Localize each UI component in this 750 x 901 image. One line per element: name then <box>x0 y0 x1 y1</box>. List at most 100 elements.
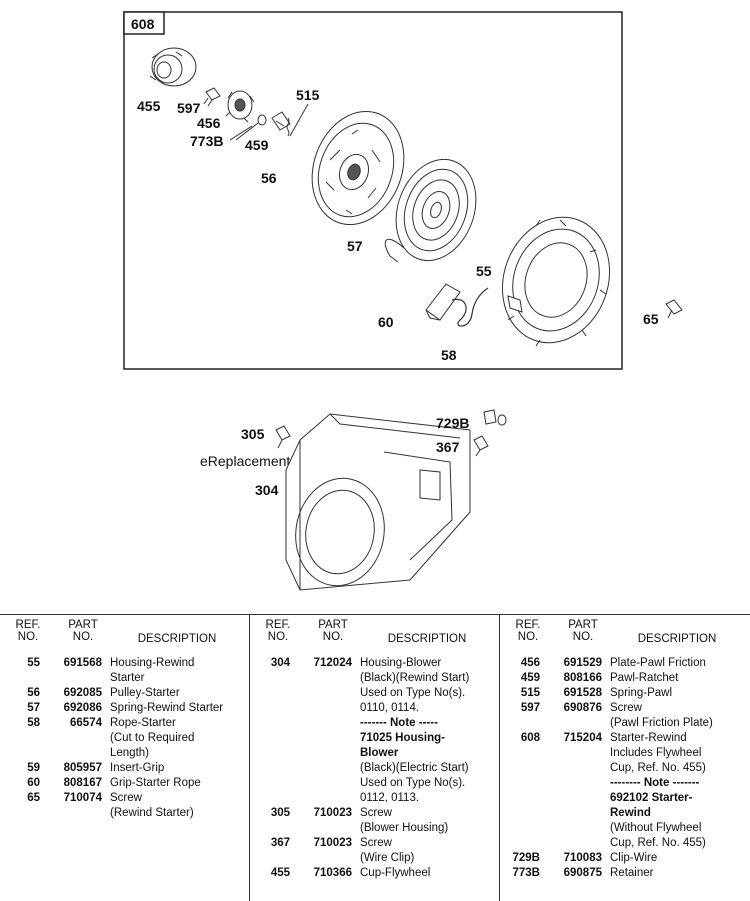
header-ref-line1: REF. <box>265 619 291 631</box>
ref-number: 456 <box>520 657 540 669</box>
header-description: DESCRIPTION <box>387 633 467 645</box>
description-line: Starter <box>110 672 145 684</box>
header-ref-line1: REF. <box>515 619 541 631</box>
blower-housing-drawing <box>285 413 471 591</box>
retainer-drawing <box>235 114 267 141</box>
callout-456: 456 <box>197 115 221 131</box>
description-line: Pawl-Ratchet <box>610 672 679 684</box>
part-number: 691568 <box>63 657 102 669</box>
description-line: Insert-Grip <box>110 762 165 774</box>
part-description: Pawl-Ratchet <box>610 671 750 686</box>
ref-number: 55 <box>27 657 40 669</box>
description-line: 692102 Starter- <box>610 792 693 804</box>
description-line: (Cut to Required <box>110 732 195 744</box>
part-description: Cup-Flywheel <box>360 866 500 881</box>
part-number: 710074 <box>63 792 102 804</box>
part-number: 808166 <box>563 672 602 684</box>
wire-clip-drawing <box>483 409 507 426</box>
part-description: Insert-Grip <box>110 761 250 776</box>
description-line: Spring-Rewind Starter <box>110 702 224 714</box>
description-line: Housing-Blower <box>360 657 442 669</box>
description-line: Clip-Wire <box>610 852 658 864</box>
header-description: DESCRIPTION <box>637 633 717 645</box>
rewind-starter-screw-drawing <box>665 299 683 319</box>
ref-number: 60 <box>27 777 40 789</box>
ref-number: 57 <box>27 702 40 714</box>
part-description: Screw(Pawl Friction Plate) <box>610 701 750 731</box>
part-description: 692102 Starter- Rewind <box>610 791 750 821</box>
callout-367: 367 <box>436 439 460 455</box>
description-line: Plate-Pawl Friction <box>610 657 706 669</box>
callout-65: 65 <box>643 311 659 327</box>
flywheel-cup-drawing <box>149 47 197 87</box>
callout-55: 55 <box>476 263 492 279</box>
header-part-line1: PART <box>568 619 598 631</box>
description-line: (Blower Housing) <box>360 822 449 834</box>
description-line: Screw <box>360 837 392 849</box>
parts-row: ------- Note ----- <box>250 716 500 731</box>
part-number: 805957 <box>63 762 102 774</box>
description-line: (Pawl Friction Plate) <box>610 717 713 729</box>
description-line: Pulley-Starter <box>110 687 180 699</box>
description-line: Rewind <box>610 807 651 819</box>
description-line: 71025 Housing- <box>360 732 445 744</box>
description-line: 0110, 0114. <box>360 702 420 714</box>
description-line: Grip-Starter Rope <box>110 777 201 789</box>
ref-number: 773B <box>512 867 541 879</box>
part-description: Clip-Wire <box>610 851 750 866</box>
assembly-box-label: 608 <box>131 16 155 32</box>
part-description: Screw(Rewind Starter) <box>110 791 250 821</box>
pawl-plate-screw-drawing <box>203 87 221 107</box>
description-line: 0112, 0113. <box>360 792 420 804</box>
description-line: Includes Flywheel <box>610 747 702 759</box>
assembly-box-label-frame <box>123 11 165 35</box>
header-description: DESCRIPTION <box>137 633 217 645</box>
description-line: (Wire Clip) <box>360 852 415 864</box>
header-ref-line2: NO. <box>17 631 39 643</box>
description-line: Cup-Flywheel <box>360 867 431 879</box>
description-line: Used on Type No(s). <box>360 777 466 789</box>
ref-number: 56 <box>27 687 40 699</box>
starter-pulley-drawing <box>311 110 405 226</box>
assembly-box-608 <box>123 11 623 370</box>
parts-row: -------- Note ------- <box>500 776 750 791</box>
part-number: 692085 <box>63 687 102 699</box>
header-part-line2: NO. <box>72 631 94 643</box>
description-line: Spring-Pawl <box>610 687 672 699</box>
description-line: Starter-Rewind <box>610 732 687 744</box>
callout-515: 515 <box>296 87 320 103</box>
description-line: Used on Type No(s). <box>360 687 466 699</box>
callout-459: 459 <box>245 137 269 153</box>
description-line: Rope-Starter <box>110 717 176 729</box>
rewind-housing-drawing <box>501 216 611 347</box>
description-line: (Black)(Rewind Start) <box>360 672 470 684</box>
starter-grip-drawing <box>425 283 461 321</box>
header-part-line2: NO. <box>322 631 344 643</box>
callout-455: 455 <box>137 98 161 114</box>
parts-row: 71025 Housing-Blower <box>250 731 500 761</box>
part-description: -------- Note ------- <box>610 776 750 791</box>
header-part-line2: NO. <box>572 631 594 643</box>
part-description: Spring-Pawl <box>610 686 750 701</box>
header-ref-line1: REF. <box>15 619 41 631</box>
wire-clip-screw-drawing <box>473 435 489 457</box>
callout-57: 57 <box>347 238 363 254</box>
